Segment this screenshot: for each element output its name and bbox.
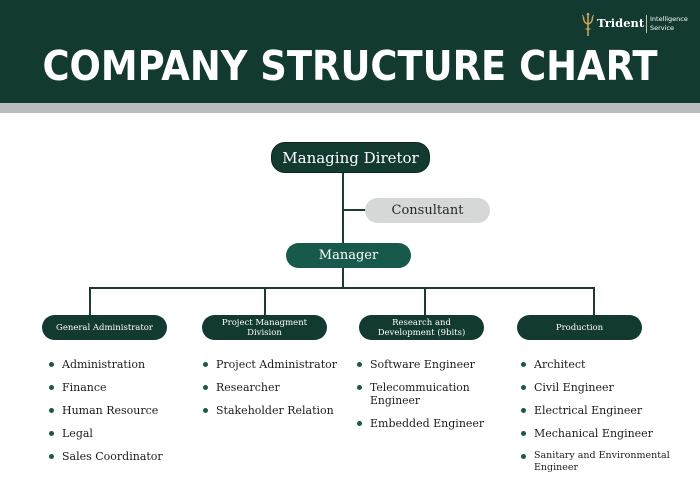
trident-icon [582, 12, 594, 36]
general-administrator-list: Administration Finance Human Resource Le… [49, 358, 199, 473]
node-manager: Manager [286, 243, 411, 268]
list-item: Civil Engineer [521, 381, 681, 394]
list-item: Architect [521, 358, 681, 371]
logo-subtitle: Intelligence Service [650, 15, 688, 32]
research-development-list: Software Engineer Telecommuication Engin… [357, 358, 517, 440]
list-item: Embedded Engineer [357, 417, 517, 430]
list-item: Software Engineer [357, 358, 517, 371]
project-management-list: Project Administrator Researcher Stakeho… [203, 358, 353, 427]
list-item: Administration [49, 358, 199, 371]
list-item: Human Resource [49, 404, 199, 417]
connector-consultant [342, 209, 366, 211]
connector-dept-2 [264, 287, 266, 315]
logo-name: Trident [597, 16, 645, 30]
list-item: Finance [49, 381, 199, 394]
list-item: Electrical Engineer [521, 404, 681, 417]
node-consultant: Consultant [365, 198, 490, 223]
list-item: Project Administrator [203, 358, 353, 371]
header-divider [0, 103, 700, 113]
list-item: Telecommuication Engineer [357, 381, 517, 407]
node-production: Production [517, 315, 642, 340]
list-item: Sanitary and Environmental Engineer [521, 450, 681, 474]
node-project-management: Project Managment Division [202, 315, 327, 340]
connector-dept-3 [424, 287, 426, 315]
node-managing-director: Managing Diretor [271, 142, 430, 173]
list-item: Sales Coordinator [49, 450, 199, 463]
logo-separator [646, 15, 647, 33]
connector-horizontal-bus [89, 287, 595, 289]
list-item: Mechanical Engineer [521, 427, 681, 440]
connector-manager-down [342, 268, 344, 288]
connector-director-manager [342, 173, 344, 243]
company-logo: Trident Intelligence Service [582, 11, 694, 37]
page-title: COMPANY STRUCTURE CHART [42, 42, 658, 90]
node-general-administrator: General Administrator [42, 315, 167, 340]
list-item: Legal [49, 427, 199, 440]
production-list: Architect Civil Engineer Electrical Engi… [521, 358, 681, 484]
node-research-development: Research and Development (9bits) [359, 315, 484, 340]
connector-dept-4 [593, 287, 595, 315]
connector-dept-1 [89, 287, 91, 315]
list-item: Stakeholder Relation [203, 404, 353, 417]
list-item: Researcher [203, 381, 353, 394]
